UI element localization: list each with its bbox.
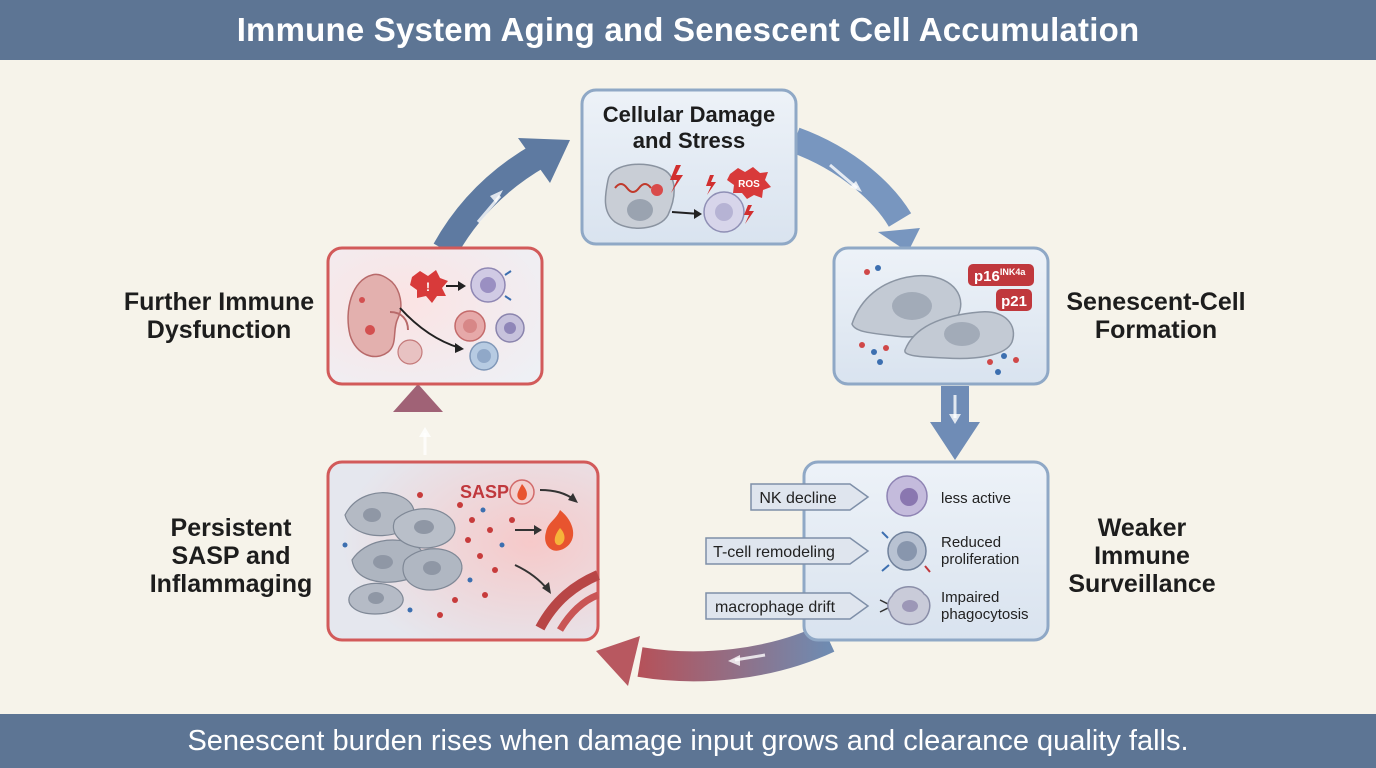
sasp-line-1: Persistent: [170, 514, 292, 542]
small-flame-icon: [517, 484, 527, 501]
p16-marker-superscript: INK4a: [1000, 267, 1027, 277]
row-nk-decline: NK decline less active: [750, 475, 1011, 517]
ros-badge-label: ROS: [738, 179, 760, 190]
row-macrophage-drift: macrophage drift Impaired phagocytosis: [705, 586, 1029, 626]
t-cell-remodeling-tag: [705, 537, 870, 565]
panel-further-dysfunction: !: [326, 246, 544, 386]
surveillance-line-1: Weaker: [1097, 514, 1187, 542]
ros-badge-icon: [727, 167, 771, 199]
lightning-icon-2: [706, 175, 716, 195]
senescent-line-2: Formation: [1094, 316, 1218, 344]
dna-damage-icon: [614, 183, 652, 193]
svg-text:p16INK4a: p16INK4a: [974, 267, 1026, 285]
title-banner: Immune System Aging and Senescent Cell A…: [0, 0, 1376, 60]
cell-nucleus-icon: [627, 199, 653, 221]
lightning-icon-3: [744, 205, 754, 224]
dysfunction-line-2: Dysfunction: [146, 316, 292, 344]
arrow-dysfunction-to-damage: [433, 138, 570, 257]
label-further-dysfunction: Further Immune Dysfunction: [110, 288, 328, 344]
panel-persistent-sasp: SASP: [326, 460, 601, 642]
t-cell-effect-line-1: Reduced: [941, 534, 1001, 551]
macrophage-drift-tag: [705, 592, 870, 620]
arrow-sasp-to-dysfunction: [393, 384, 443, 462]
panel-weaker-surveillance: NK decline less active T-cell remodeling…: [705, 460, 1050, 642]
arrow-senescent-to-surveillance: [930, 386, 980, 460]
footer-caption: Senescent burden rises when damage input…: [187, 724, 1189, 757]
blood-vessel-icon: [535, 570, 601, 631]
surveillance-line-2: Immune: [1094, 542, 1190, 570]
nk-decline-tag-label: NK decline: [759, 490, 836, 507]
p21-marker-badge: [996, 289, 1032, 311]
p21-marker-label: p21: [1001, 293, 1027, 310]
label-weaker-surveillance: Weaker Immune Surveillance: [1052, 514, 1232, 598]
arrow-surveillance-to-sasp: [596, 624, 835, 686]
surveillance-line-3: Surveillance: [1068, 570, 1216, 598]
dysfunction-line-1: Further Immune: [123, 288, 315, 316]
footer-banner: Senescent burden rises when damage input…: [0, 714, 1376, 768]
panel-senescent-formation: p16INK4a p21: [832, 246, 1050, 386]
damage-title-line-1: Cellular Damage: [603, 102, 775, 127]
sasp-line-3: Inflammaging: [149, 570, 313, 598]
macrophage-effect-line-1: Impaired: [941, 589, 999, 606]
alert-badge-icon: [410, 270, 448, 303]
sasp-badge-label: SASP: [460, 482, 509, 502]
t-cell-effect-line-2: proliferation: [941, 551, 1019, 568]
macrophage-effect-line-2: phagocytosis: [941, 606, 1029, 623]
arrow-damage-to-senescent: [790, 127, 920, 252]
page-title: Immune System Aging and Senescent Cell A…: [236, 11, 1140, 48]
sasp-line-2: SASP and: [171, 542, 291, 570]
svg-text:!: !: [426, 280, 430, 294]
macrophage-drift-tag-label: macrophage drift: [715, 599, 836, 616]
panel-cellular-damage: Cellular Damage and Stress ROS: [580, 88, 798, 246]
label-persistent-sasp: Persistent SASP and Inflammaging: [136, 514, 326, 598]
row-t-cell-remodeling: T-cell remodeling Reduced proliferation: [705, 531, 1019, 573]
label-senescent-formation: Senescent-Cell Formation: [1052, 288, 1260, 344]
damage-title-line-2: and Stress: [633, 128, 746, 153]
t-cell-remodeling-tag-label: T-cell remodeling: [713, 544, 835, 561]
nk-decline-tag: [750, 483, 870, 511]
damaged-cell-icon: [397, 339, 423, 365]
sasp-secretion-dots: [342, 492, 515, 618]
senescent-cell-cluster-icon: [344, 492, 463, 615]
nk-decline-effect: less active: [941, 490, 1011, 507]
p16-marker-badge: [968, 264, 1034, 286]
p16-marker-label: p16: [974, 268, 1000, 285]
marker-dots: [859, 265, 1019, 375]
stressed-cell-icon: [604, 163, 675, 229]
senescent-line-1: Senescent-Cell: [1066, 288, 1246, 316]
organ-icon: [347, 273, 402, 358]
lightning-icon: [670, 165, 683, 193]
damage-burst-icon: [651, 184, 663, 196]
